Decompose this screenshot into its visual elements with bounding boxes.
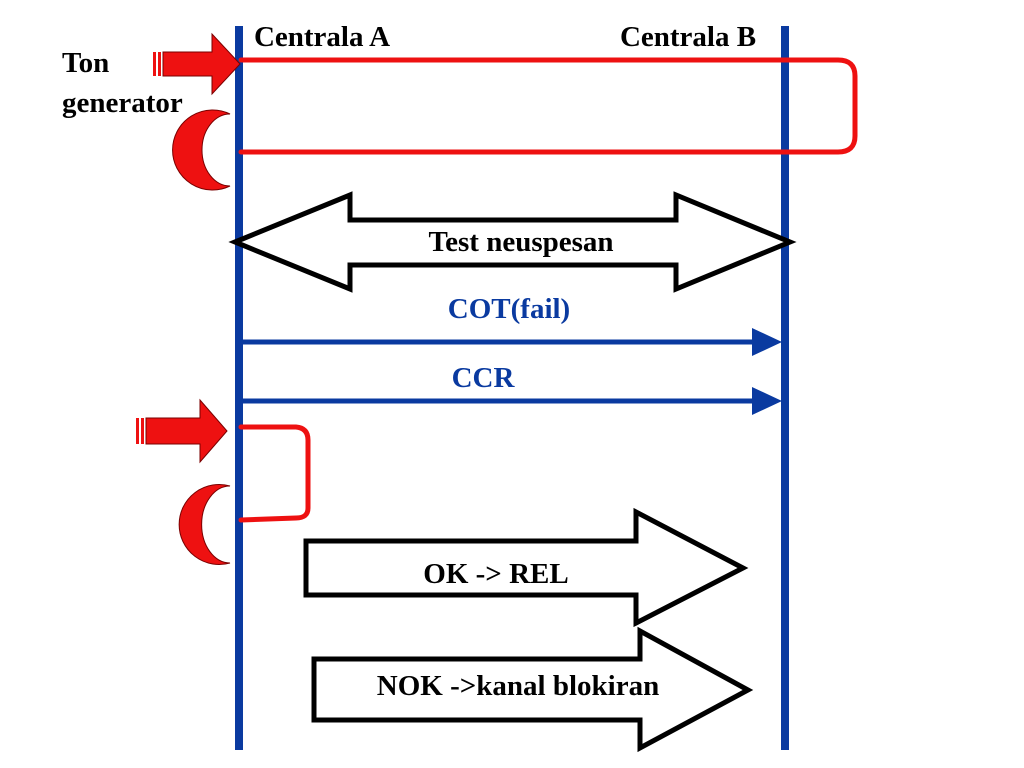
exchange-b-label: Centrala B xyxy=(620,21,756,53)
test-failed-label: Test neuspesan xyxy=(428,226,613,258)
nok-channel-blocked-label: NOK ->kanal blokiran xyxy=(377,670,659,702)
exchange-a-label: Centrala A xyxy=(254,21,390,53)
cot-fail-label: COT(fail) xyxy=(448,293,570,325)
cot-fail-arrow xyxy=(241,328,782,356)
ok-release-label: OK -> REL xyxy=(423,558,568,590)
ccr-arrow xyxy=(241,387,782,415)
tone-generator-label-line2: generator xyxy=(62,87,183,119)
local-tone-receiver-crescent-icon xyxy=(178,484,231,565)
tone-generator-arrow-icon xyxy=(153,32,241,96)
test-failed-double-arrow xyxy=(228,191,797,293)
tone-generator-label-line1: Ton xyxy=(62,47,109,79)
ok-release-arrow xyxy=(303,507,749,628)
local-loop xyxy=(238,424,311,523)
ccr-label: CCR xyxy=(452,362,516,394)
nok-channel-blocked-arrow xyxy=(311,626,754,753)
local-tone-generator-arrow-icon xyxy=(136,398,228,464)
tone-receiver-crescent-icon xyxy=(172,109,231,191)
loop-through-exchange-b xyxy=(238,57,858,155)
